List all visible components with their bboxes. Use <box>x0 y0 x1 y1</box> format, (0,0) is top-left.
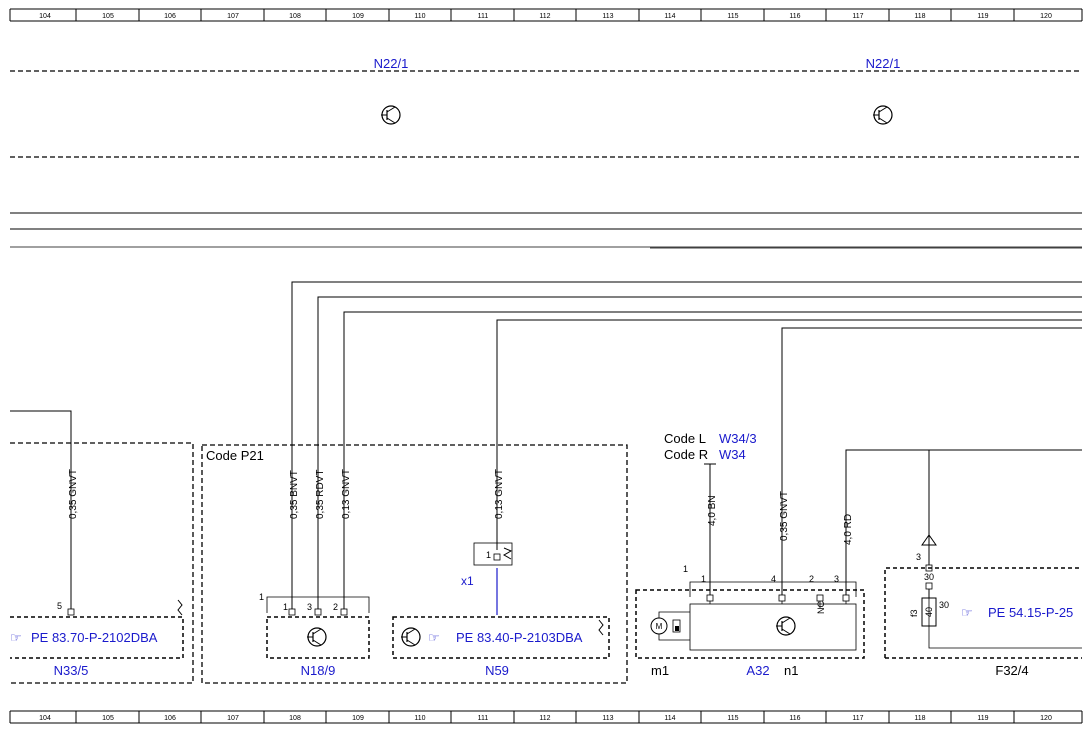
ruler-bottom-114: 114 <box>664 715 675 722</box>
wire-label-gnvt-a32: 0,35 GNVT <box>779 491 790 541</box>
pin-a32-1: 1 <box>701 574 706 584</box>
n22-band: N22/1 N22/1 <box>10 56 1082 158</box>
pin-f32-30b: 30 <box>939 600 949 610</box>
ruler-120: 120 <box>1040 13 1052 20</box>
f32-hand-icon: ☞ <box>961 605 973 620</box>
ruler-bottom-104: 104 <box>39 715 51 722</box>
transistor-icon <box>873 105 893 125</box>
pin-a32-nc: NC <box>816 601 826 614</box>
wire-label-gnvt013: 0,13 GNVT <box>341 469 352 519</box>
bottom-ruler: 104 105 106 107 108 109 110 111 112 113 … <box>9 710 1083 724</box>
ruler-115: 115 <box>727 13 738 20</box>
ruler-bottom-113: 113 <box>602 715 613 722</box>
a32-label: A32 <box>746 663 769 678</box>
pin-f32-f3: f3 <box>909 609 919 617</box>
ruler-bottom-117: 117 <box>852 715 863 722</box>
ruler-bottom-115: 115 <box>727 715 738 722</box>
pin-n18-1: 1 <box>283 602 288 612</box>
ruler-106: 106 <box>164 13 176 20</box>
ruler-116: 116 <box>789 13 800 20</box>
ruler-bottom-120: 120 <box>1040 715 1052 722</box>
wire-label-bnvt: 0,35 BNVT <box>289 470 300 519</box>
n33-label: N33/5 <box>54 663 89 678</box>
ruler-bottom-105: 105 <box>102 715 114 722</box>
transistor-icon <box>381 105 401 125</box>
ruler-bottom-119: 119 <box>977 715 988 722</box>
ruler-bottom-111: 111 <box>478 715 489 722</box>
x1-label: x1 <box>461 574 474 588</box>
pin-a32-3: 3 <box>834 574 839 584</box>
code-l-label: Code L <box>664 431 706 446</box>
pin-n33-5: 5 <box>57 601 62 611</box>
motor-letter: M <box>656 622 663 631</box>
code-l-ref: W34/3 <box>719 431 757 446</box>
ruler-107: 107 <box>227 13 239 20</box>
n18-component: 1 1 3 2 N18/9 <box>259 592 370 678</box>
ruler-119: 119 <box>977 13 988 20</box>
ruler-114: 114 <box>664 13 675 20</box>
wire-label-rd: 4,0 RD <box>843 514 854 545</box>
n22-label-right: N22/1 <box>866 56 901 71</box>
code-r-ref: W34 <box>719 447 746 462</box>
motor-icon: M <box>650 611 690 641</box>
top-ruler: 104 105 106 107 108 109 110 111 112 113 … <box>9 8 1083 22</box>
ruler-bottom-110: 110 <box>414 715 425 722</box>
ruler-bottom-109: 109 <box>352 715 364 722</box>
ruler-117: 117 <box>852 13 863 20</box>
n59-label: N59 <box>485 663 509 678</box>
ruler-111: 111 <box>478 13 489 20</box>
pin-f32-30a: 30 <box>924 572 934 582</box>
code-p21-block: Code P21 1 1 3 2 N18/9 1 <box>201 444 628 684</box>
ruler-bottom-106: 106 <box>164 715 176 722</box>
n59-pe-link[interactable]: PE 83.40-P-2103DBA <box>456 630 583 645</box>
n33-hand-icon: ☞ <box>10 630 22 645</box>
ruler-118: 118 <box>914 13 925 20</box>
code-p21-label: Code P21 <box>206 448 264 463</box>
ruler-110: 110 <box>414 13 425 20</box>
n33-block: 5 ☞ PE 83.70-P-2102DBA N33/5 <box>10 442 194 684</box>
ruler-105: 105 <box>102 13 114 20</box>
transistor-icon <box>307 627 327 647</box>
n59-component: 1 x1 ☞ PE 83.40-P-2103DBA N59 <box>392 542 610 678</box>
ruler-bottom-107: 107 <box>227 715 239 722</box>
n59-hand-icon: ☞ <box>428 630 440 645</box>
ruler-bottom-118: 118 <box>914 715 925 722</box>
a32-block: Code L W34/3 Code R W34 1 1 4 2 3 NC M <box>635 431 865 678</box>
pin-a32-2: 2 <box>809 574 814 584</box>
pin-a32-4: 4 <box>771 574 776 584</box>
ruler-bottom-108: 108 <box>289 715 301 722</box>
wire-label-rdvt: 0,35 RDVT <box>315 470 326 519</box>
bus-lines <box>10 212 1082 249</box>
pin-f32-3: 3 <box>916 552 921 562</box>
f32-label: F32/4 <box>995 663 1028 678</box>
transistor-icon <box>776 616 796 636</box>
ruler-104: 104 <box>39 13 51 20</box>
fuse-rating: 40 <box>924 607 934 617</box>
ruler-112: 112 <box>539 13 550 20</box>
n1-label: n1 <box>784 663 798 678</box>
code-r-label: Code R <box>664 447 708 462</box>
n33-pe-link[interactable]: PE 83.70-P-2102DBA <box>31 630 158 645</box>
n18-label: N18/9 <box>301 663 336 678</box>
pin-n18-2: 2 <box>333 602 338 612</box>
m1-label: m1 <box>651 663 669 678</box>
transistor-icon <box>401 627 421 647</box>
pin-n18-bus: 1 <box>259 592 264 602</box>
wire-label-n33: 0,35 GNVT <box>68 469 79 519</box>
ruler-108: 108 <box>289 13 301 20</box>
pin-n59-1: 1 <box>486 550 491 560</box>
pin-n18-3: 3 <box>307 602 312 612</box>
ruler-109: 109 <box>352 13 364 20</box>
n22-label-left: N22/1 <box>374 56 409 71</box>
pin-a32-bus: 1 <box>683 564 688 574</box>
wire-label-n59: 0,13 GNVT <box>494 469 505 519</box>
wire-lines <box>10 281 1082 613</box>
ruler-bottom-116: 116 <box>789 715 800 722</box>
ruler-bottom-112: 112 <box>539 715 550 722</box>
f32-block: 3 30 30 40 f3 ☞ PE 54.15-P-25 F32/4 <box>884 534 1082 678</box>
ruler-113: 113 <box>602 13 613 20</box>
f32-pe-link[interactable]: PE 54.15-P-25 <box>988 605 1073 620</box>
wire-label-bn: 4,0 BN <box>707 495 718 526</box>
